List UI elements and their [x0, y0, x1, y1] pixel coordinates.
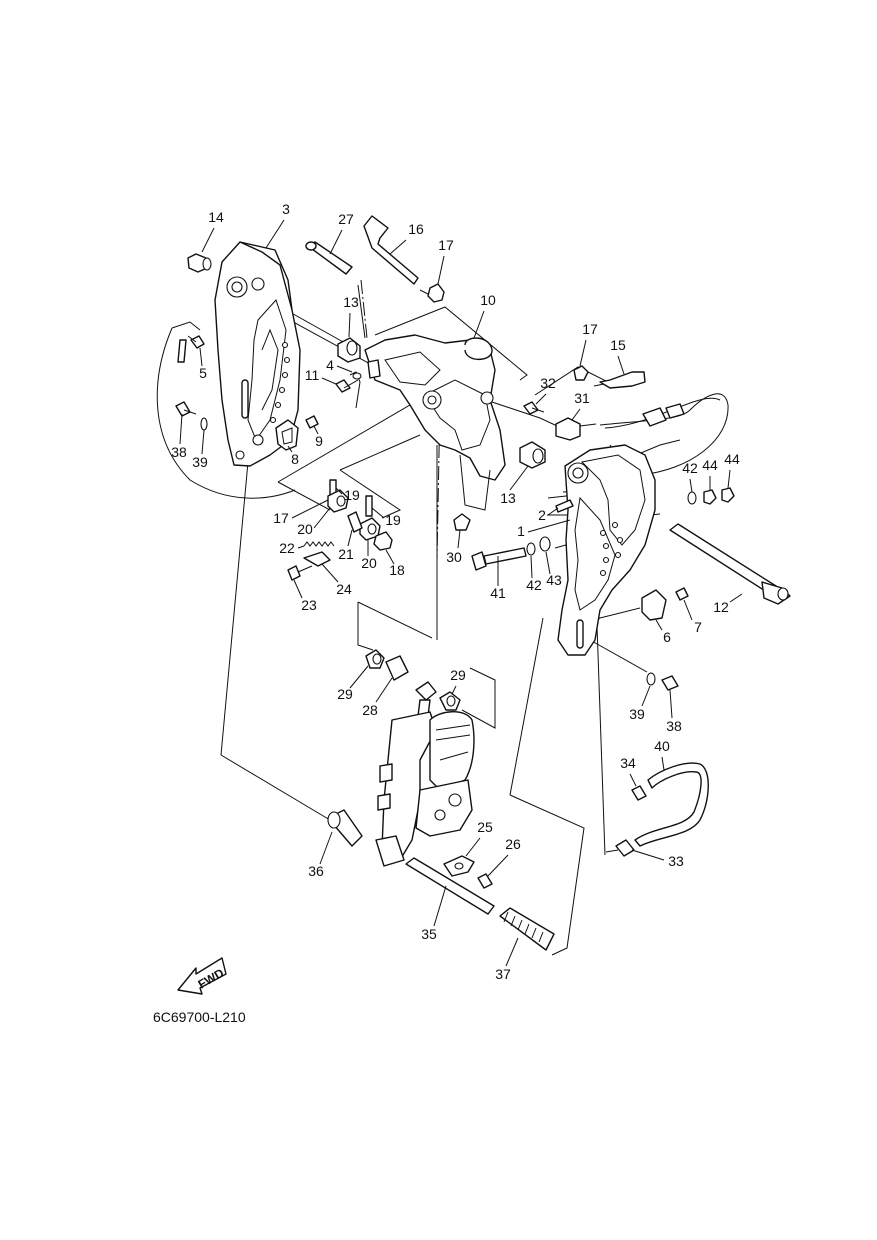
callout-35: 35: [421, 926, 437, 942]
callout-41: 41: [490, 585, 506, 601]
callout-39-right: 39: [629, 706, 645, 722]
callout-28: 28: [362, 702, 378, 718]
callout-29-right: 29: [450, 667, 466, 683]
callout-32: 32: [540, 375, 556, 391]
fwd-arrow-icon: [177, 957, 227, 995]
callout-44-a: 44: [702, 457, 718, 473]
callout-8: 8: [291, 451, 299, 467]
callout-42-left: 42: [526, 577, 542, 593]
callout-17-right: 17: [582, 321, 598, 337]
callout-17-top: 17: [438, 237, 454, 253]
callout-37: 37: [495, 966, 511, 982]
callout-20-b: 20: [361, 555, 377, 571]
callout-33: 33: [668, 853, 684, 869]
callout-21: 21: [338, 546, 354, 562]
callout-3: 3: [282, 201, 290, 217]
swivel-bracket: [364, 334, 506, 511]
callout-19-b: 19: [385, 512, 401, 528]
callout-12: 12: [713, 599, 729, 615]
callout-36: 36: [308, 863, 324, 879]
callout-38-right: 38: [666, 718, 682, 734]
callout-19-a: 19: [344, 487, 360, 503]
callout-29-left: 29: [337, 686, 353, 702]
left-clamp-bracket: [214, 241, 301, 467]
callout-13-left: 13: [343, 294, 359, 310]
callout-17-left: 17: [273, 510, 289, 526]
callout-34: 34: [620, 755, 636, 771]
lower-hardware: [177, 762, 709, 995]
callout-24: 24: [336, 581, 352, 597]
callout-40: 40: [654, 738, 670, 754]
callout-15: 15: [610, 337, 626, 353]
callout-4: 4: [326, 357, 334, 373]
callout-39-left: 39: [192, 454, 208, 470]
callout-44-b: 44: [724, 451, 740, 467]
callout-6: 6: [663, 629, 671, 645]
callout-11: 11: [305, 367, 320, 383]
diagram-code: 6C69700-L210: [153, 1009, 246, 1025]
callout-7: 7: [694, 619, 702, 635]
callout-31: 31: [574, 390, 590, 406]
right-clamp-bracket: [557, 444, 656, 656]
callout-9: 9: [315, 433, 323, 449]
power-trim-tilt-unit: [365, 649, 475, 867]
callout-42-right: 42: [682, 460, 698, 476]
callout-22: 22: [279, 540, 295, 556]
callout-43: 43: [546, 572, 562, 588]
callout-27: 27: [338, 211, 354, 227]
callout-18: 18: [389, 562, 405, 578]
callout-1: 1: [517, 523, 525, 539]
callout-13-right: 13: [500, 490, 516, 506]
callout-16: 16: [408, 221, 424, 237]
callout-23: 23: [301, 597, 317, 613]
callout-10: 10: [480, 292, 496, 308]
callout-38-left: 38: [171, 444, 187, 460]
callout-30: 30: [446, 549, 462, 565]
callout-2: 2: [538, 507, 546, 523]
small-hardware: [175, 215, 791, 691]
callout-25: 25: [477, 819, 493, 835]
callout-14: 14: [208, 209, 224, 225]
callout-20-a: 20: [297, 521, 313, 537]
callout-5: 5: [199, 365, 207, 381]
callout-26: 26: [505, 836, 521, 852]
callout-numbers: 14 3 27 16 17 13 10 5 4 11 9 8 38 39 17 …: [171, 201, 743, 982]
